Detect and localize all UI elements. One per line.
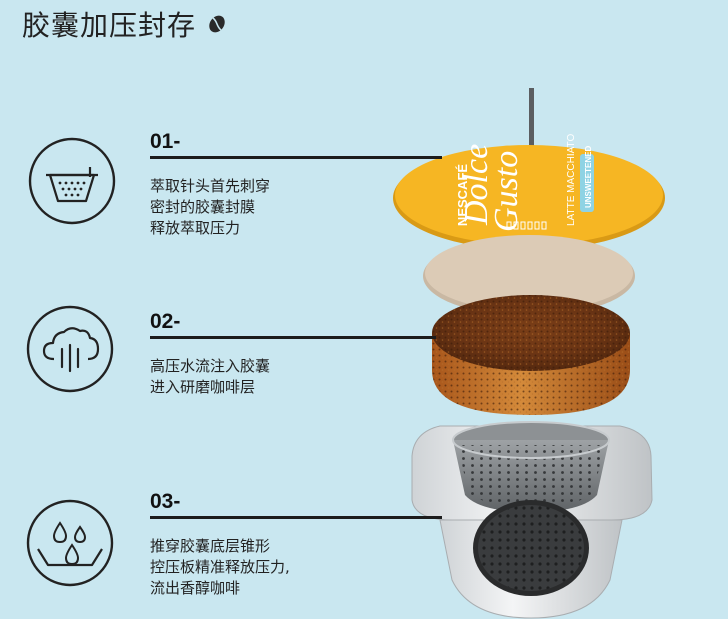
step-3-icon-circle [26,499,114,587]
step-1-number: 01- [150,130,181,153]
step-3-line-2: 控压板精准释放压力, [150,558,290,576]
step-2-line-1: 高压水流注入胶囊 [150,357,271,375]
step-1-line-1: 萃取针头首先刺穿 [150,177,271,195]
cloud-steam-icon [26,305,114,393]
lid-variant: LATTE MACCHIATO [566,134,577,226]
lid-logo-line2: Gusto [488,151,525,232]
capsule-cup [411,421,653,619]
page-title: 胶囊加压封存 [22,4,228,44]
step-3-description: 推穿胶囊底层锥形 控压板精准释放压力, 流出香醇咖啡 [150,536,290,599]
lid-logo-line1: Dolce [458,144,495,226]
lid-dots [506,221,547,230]
filter-basket-icon [28,137,116,225]
coffee-grounds [432,295,630,415]
step-3-line-3: 流出香醇咖啡 [150,579,241,597]
step-3-number: 03- [150,490,181,513]
step-1-line-3: 释放萃取压力 [150,219,241,237]
coffee-bean-icon [209,15,225,33]
lid-brand: NESCAFÉ [455,164,470,226]
step-1-description: 萃取针头首先刺穿 密封的胶囊封膜 释放萃取压力 [150,176,270,239]
step-1-icon-circle [28,137,116,225]
step-2-icon-circle [26,305,114,393]
step-2-number: 02- [150,310,181,333]
capsule-lid: NESCAFÉ Dolce Gusto LATTE MACCHIATO UNSW… [393,134,665,250]
water-drops-icon [26,499,114,587]
step-2-line-2: 进入研磨咖啡层 [150,378,256,396]
step-1-line-2: 密封的胶囊封膜 [150,198,256,216]
step-1-line [150,156,442,159]
lid-badge: UNSWEETENED [584,146,593,208]
step-3-line [150,516,442,519]
page-title-text: 胶囊加压封存 [22,9,197,42]
foil-membrane [423,235,635,316]
step-3-line-1: 推穿胶囊底层锥形 [150,537,271,555]
step-2-line [150,336,436,339]
step-2-description: 高压水流注入胶囊 进入研磨咖啡层 [150,356,270,398]
